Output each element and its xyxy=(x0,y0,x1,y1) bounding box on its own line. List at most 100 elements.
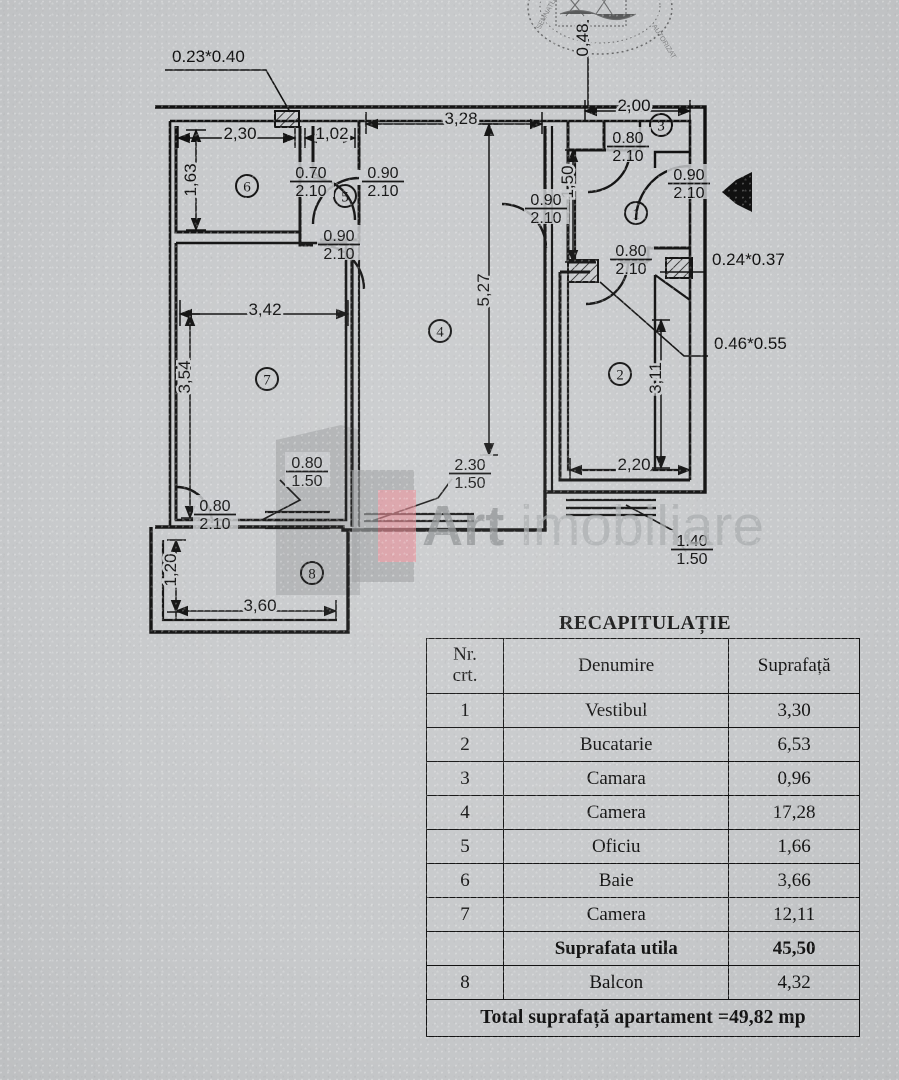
room-marker-4-camera-circle xyxy=(428,319,452,343)
door-0-70-baie-backing xyxy=(289,162,334,197)
door-0-90-entrance-backing xyxy=(667,164,712,199)
cell-suprafata: 6,53 xyxy=(728,727,860,762)
door-0-70-baie-height: 2.10 xyxy=(295,183,326,200)
room-marker-1-vestibul-label: 1 xyxy=(632,207,640,223)
window-2-30-camera4-width: 2.30 xyxy=(454,457,485,474)
door-0-80-bucatarie-backing xyxy=(609,240,654,275)
room-marker-7-camera-label: 7 xyxy=(263,373,271,389)
dim-1-02-oficiu-width: 1,02 xyxy=(313,122,351,146)
door-0-90-oficiu-north-backing xyxy=(361,162,406,197)
window-0-80-camera7-backing xyxy=(285,452,330,487)
dim-3-60-balcon-width-label: 3,60 xyxy=(243,596,276,615)
window-1-40-bucatarie: 1.401.50 xyxy=(670,530,715,568)
room-marker-6-baie-circle xyxy=(235,174,259,198)
dim-2-20-bucatarie-width-label: 2,20 xyxy=(617,455,650,474)
room-marker-6-baie: 6 xyxy=(235,174,259,198)
dim-0-48-stamp-area: 0,48 xyxy=(571,21,595,59)
cell-nr: 6 xyxy=(425,863,505,898)
cell-denumire: Camara xyxy=(503,761,730,796)
header-suprafata: Suprafață xyxy=(728,638,860,694)
cell-nr: 4 xyxy=(425,795,505,830)
door-0-90-camera4: 0.902.10 xyxy=(524,189,569,227)
dim-1-20-balcon-depth: 1,20 xyxy=(159,551,183,589)
note-column-0-24x0-37-label: 0.24*0.37 xyxy=(712,250,785,269)
table-total-row: Total suprafață apartament =49,82 mp xyxy=(426,999,860,1037)
door-0-90-oficiu-north: 0.902.10 xyxy=(361,162,406,200)
header-nr-line1: Nr. xyxy=(453,644,477,666)
room-marker-1-vestibul: 1 xyxy=(624,201,648,225)
cell-denumire: Oficiu xyxy=(503,829,730,864)
room-marker-6-baie-label: 6 xyxy=(243,180,251,196)
dimension-lines xyxy=(167,20,692,620)
cell-suprafata: 1,66 xyxy=(728,829,860,864)
notary-stamp-remnant: SEMNATURA AUTORIZAT xyxy=(527,0,677,61)
cell-suprafata: 3,30 xyxy=(728,693,860,728)
door-0-80-balcon: 0.802.10 xyxy=(193,495,238,533)
dim-2-30-baie-width: 2,30 xyxy=(221,122,259,146)
recap-title: RECAPITULAȚIE xyxy=(559,612,731,634)
room-marker-3-camara-label: 3 xyxy=(657,119,665,135)
dim-2-00-camara-width-label: 2,00 xyxy=(617,96,650,115)
cell-denumire: Bucatarie xyxy=(503,727,730,762)
header-denumire: Denumire xyxy=(503,638,730,694)
door-0-90-oficiu-south-height: 2.10 xyxy=(323,246,354,263)
door-0-80-bucatarie: 0.802.10 xyxy=(609,240,654,278)
window-1-40-bucatarie-height: 1.50 xyxy=(676,551,707,568)
window-0-80-camera7: 0.801.50 xyxy=(285,452,330,490)
door-0-90-oficiu-south: 0.902.10 xyxy=(317,225,362,263)
dim-0-48-stamp-area-label: 0,48 xyxy=(573,23,592,56)
cell-nr: 1 xyxy=(425,693,505,728)
door-0-90-entrance-width: 0.90 xyxy=(673,167,704,184)
dim-3-60-balcon-width: 3,60 xyxy=(241,594,279,618)
dim-3-28-camera4-width: 3,28 xyxy=(442,107,480,131)
door-swings xyxy=(175,149,691,524)
dim-3-42-camera7-width-label: 3,42 xyxy=(248,300,281,319)
dim-5-27-camera4-height-label: 5,27 xyxy=(474,273,493,306)
dim-1-63-baie-height-label: 1,63 xyxy=(181,163,200,196)
cell-denumire: Camera xyxy=(503,795,730,830)
door-0-80-camara-backing xyxy=(606,127,651,162)
svg-text:AUTORIZAT: AUTORIZAT xyxy=(650,23,677,60)
room-marker-8-balcon: 8 xyxy=(300,561,324,585)
note-column-0-23x0-40: 0.23*0.40 xyxy=(170,45,247,68)
entrance-arrow-icon xyxy=(722,172,752,212)
floor-plan-drawing: SEMNATURA AUTORIZAT xyxy=(149,0,789,634)
header-nr-crt: Nr. crt. xyxy=(425,638,505,694)
window-2-30-camera4-height: 1.50 xyxy=(454,475,485,492)
dim-2-20-bucatarie-width: 2,20 xyxy=(615,453,653,477)
cell-suprafata: 45,50 xyxy=(728,931,860,966)
cell-suprafata: 4,32 xyxy=(728,965,860,1000)
room-marker-3-camara-circle xyxy=(649,113,673,137)
door-0-90-entrance: 0.902.10 xyxy=(667,164,712,202)
table-header-row: Nr. crt. Denumire Suprafață xyxy=(425,638,860,694)
door-0-90-camera4-width: 0.90 xyxy=(530,192,561,209)
window-1-40-bucatarie-width: 1.40 xyxy=(676,533,707,550)
dim-3-42-camera7-width: 3,42 xyxy=(246,298,284,322)
room-marker-8-balcon-circle xyxy=(300,561,324,585)
door-0-90-oficiu-north-height: 2.10 xyxy=(367,183,398,200)
room-marker-2-bucatarie-circle xyxy=(608,362,632,386)
room-marker-5-oficiu-label: 5 xyxy=(341,190,349,206)
cell-nr: 7 xyxy=(425,897,505,932)
room-marker-7-camera-circle xyxy=(255,367,279,391)
door-0-70-baie-width: 0.70 xyxy=(295,165,326,182)
dim-2-30-baie-width-label: 2,30 xyxy=(223,124,256,143)
door-0-80-bucatarie-width: 0.80 xyxy=(615,243,646,260)
door-0-80-balcon-height: 2.10 xyxy=(199,516,230,533)
window-2-30-camera4-backing xyxy=(448,454,493,489)
note-column-0-24x0-37: 0.24*0.37 xyxy=(710,248,787,271)
cell-denumire: Camera xyxy=(503,897,730,932)
door-0-80-bucatarie-height: 2.10 xyxy=(615,261,646,278)
door-0-90-camera4-backing xyxy=(524,189,569,224)
note-column-0-46x0-55: 0.46*0.55 xyxy=(712,332,789,355)
room-marker-2-bucatarie-label: 2 xyxy=(616,368,624,384)
cell-denumire: Suprafata utila xyxy=(503,931,730,966)
cell-denumire: Vestibul xyxy=(503,693,730,728)
cell-suprafata: 0,96 xyxy=(728,761,860,796)
dim-3-54-camera7-height-label: 3,54 xyxy=(175,360,194,393)
